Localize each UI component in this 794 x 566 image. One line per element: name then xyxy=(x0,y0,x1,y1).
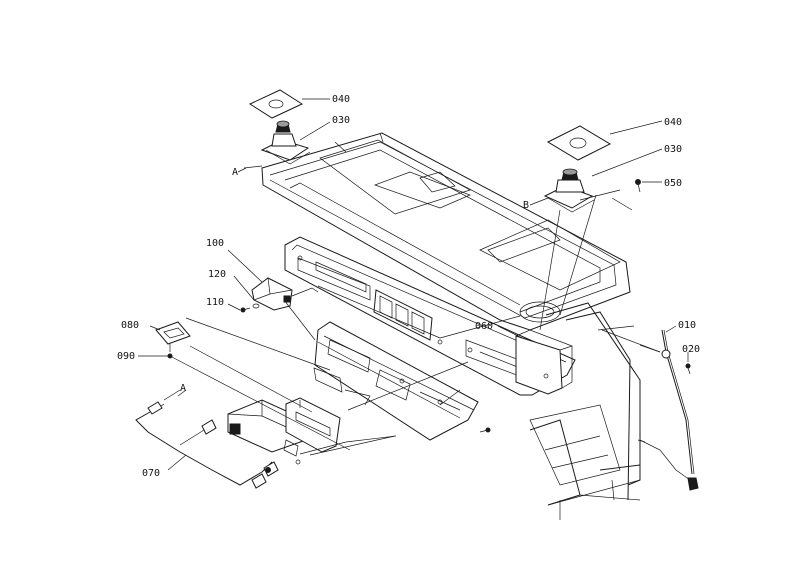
leader-lines xyxy=(138,98,689,471)
tray-hardware xyxy=(265,427,491,473)
marker-a-top: A xyxy=(232,167,238,178)
part-030-right xyxy=(543,168,595,213)
part-040-right xyxy=(546,125,612,161)
label-020: 020 xyxy=(682,344,700,355)
label-070: 070 xyxy=(142,468,160,479)
label-030-left: 030 xyxy=(332,115,350,126)
label-120: 120 xyxy=(208,269,226,280)
part-080-lamp xyxy=(155,321,191,352)
label-060: 060 xyxy=(475,321,493,332)
marker-a-bottom: A xyxy=(180,383,186,394)
part-110-screw xyxy=(240,307,251,313)
part-040-left xyxy=(248,89,304,119)
label-040-right: 040 xyxy=(664,117,682,128)
part-labels: 040 030 040 030 050 100 120 110 080 090 … xyxy=(117,94,700,479)
label-090: 090 xyxy=(117,351,135,362)
label-100: 100 xyxy=(206,238,224,249)
part-120-washer xyxy=(252,303,260,309)
marker-b: B xyxy=(523,200,529,211)
part-050-screw xyxy=(635,179,641,193)
part-010-antenna xyxy=(637,329,699,491)
label-030-right: 030 xyxy=(664,144,682,155)
part-100-radio xyxy=(251,277,319,311)
label-010: 010 xyxy=(678,320,696,331)
label-080: 080 xyxy=(121,320,139,331)
part-060-bracket xyxy=(515,329,574,395)
reference-markers: A B A xyxy=(177,167,549,397)
part-070-cable xyxy=(135,401,279,489)
faceplate xyxy=(285,397,341,453)
lower-tray xyxy=(313,321,479,441)
reference-lines xyxy=(169,165,661,456)
label-050: 050 xyxy=(664,178,682,189)
label-040-left: 040 xyxy=(332,94,350,105)
part-020-screw xyxy=(685,363,691,375)
label-110: 110 xyxy=(206,297,224,308)
roof-panel xyxy=(261,132,631,331)
part-030-left xyxy=(260,120,311,165)
cab-frame xyxy=(529,302,641,520)
